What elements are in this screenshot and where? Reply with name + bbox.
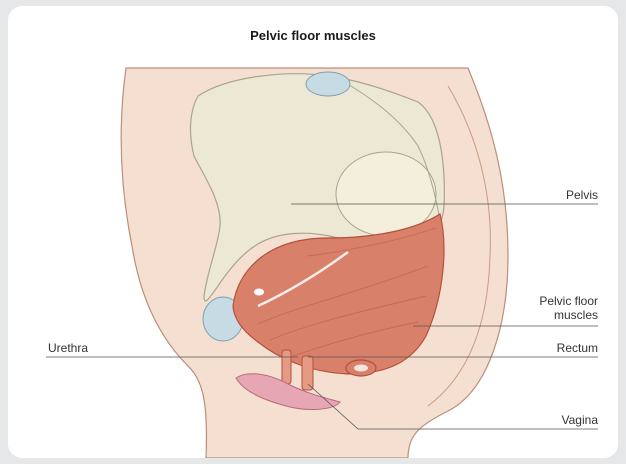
rectum-label: Rectum [557, 341, 598, 355]
pelvic-illustration [8, 6, 618, 458]
vagina-tube [302, 356, 313, 390]
urethra-tube [282, 350, 291, 384]
vagina-label: Vagina [562, 413, 598, 427]
rectum-lumen [354, 365, 368, 372]
urethra-label: Urethra [48, 341, 88, 355]
muscle-opening [254, 289, 264, 296]
pelvis-label: Pelvis [566, 188, 598, 202]
pelvic-floor-label: Pelvic floor muscles [539, 294, 598, 322]
top-cartilage [306, 72, 350, 96]
pelvic-floor-label-line2: muscles [539, 308, 598, 322]
pelvic-floor-label-line1: Pelvic floor [539, 294, 598, 308]
diagram-card: Pelvic floor muscles Pelvis Pel [8, 6, 618, 458]
